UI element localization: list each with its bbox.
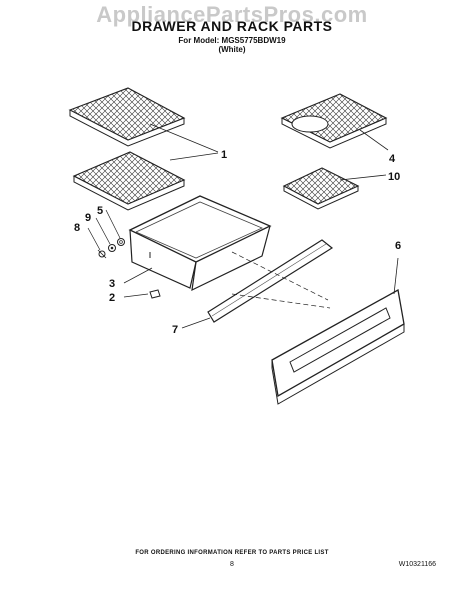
screw-part xyxy=(97,249,107,259)
leader-line-1a xyxy=(149,123,219,153)
guide-line-a xyxy=(231,251,329,301)
callout-4: 4 xyxy=(389,153,396,165)
leader-line-3 xyxy=(123,267,153,284)
oven-rack-upper xyxy=(68,87,186,147)
nut-part xyxy=(117,238,125,246)
callout-10: 10 xyxy=(388,171,400,183)
leader-line-8 xyxy=(87,227,101,251)
model-label: For Model: MGS5775BDW19 xyxy=(178,36,286,45)
callout-7: 7 xyxy=(172,324,178,336)
ordering-note: FOR ORDERING INFORMATION REFER TO PARTS … xyxy=(135,550,329,556)
drawer-front-panel xyxy=(271,288,405,405)
leader-line-4 xyxy=(359,129,389,151)
leader-line-10 xyxy=(339,174,387,181)
watermark: AppliancePartsPros.com xyxy=(96,2,368,27)
drawer-body xyxy=(128,195,272,292)
leader-line-5 xyxy=(105,209,121,239)
leader-line-9 xyxy=(95,217,111,245)
callout-3: 3 xyxy=(109,278,115,290)
callout-2: 2 xyxy=(109,292,115,304)
oven-rack-lower xyxy=(72,151,186,211)
half-rack xyxy=(282,167,360,210)
page-title: DRAWER AND RACK PARTS xyxy=(131,18,333,34)
callout-6: 6 xyxy=(395,240,401,252)
page-number: 8 xyxy=(230,561,234,568)
washer-part xyxy=(108,244,116,252)
leader-line-2 xyxy=(123,293,149,298)
callout-9: 9 xyxy=(85,212,91,224)
leader-line-6 xyxy=(393,257,399,295)
drawer-stop-part xyxy=(149,289,161,299)
callout-8: 8 xyxy=(74,222,80,234)
leader-line-1b xyxy=(169,152,219,161)
leader-line-7 xyxy=(181,317,211,329)
drawer-front-panel-bar xyxy=(207,239,334,323)
callout-5: 5 xyxy=(97,205,103,217)
document-number: W10321166 xyxy=(398,561,436,568)
callout-1: 1 xyxy=(221,149,227,161)
guide-line-b xyxy=(231,293,331,309)
split-rack xyxy=(280,93,388,149)
color-label: (White) xyxy=(218,45,246,54)
